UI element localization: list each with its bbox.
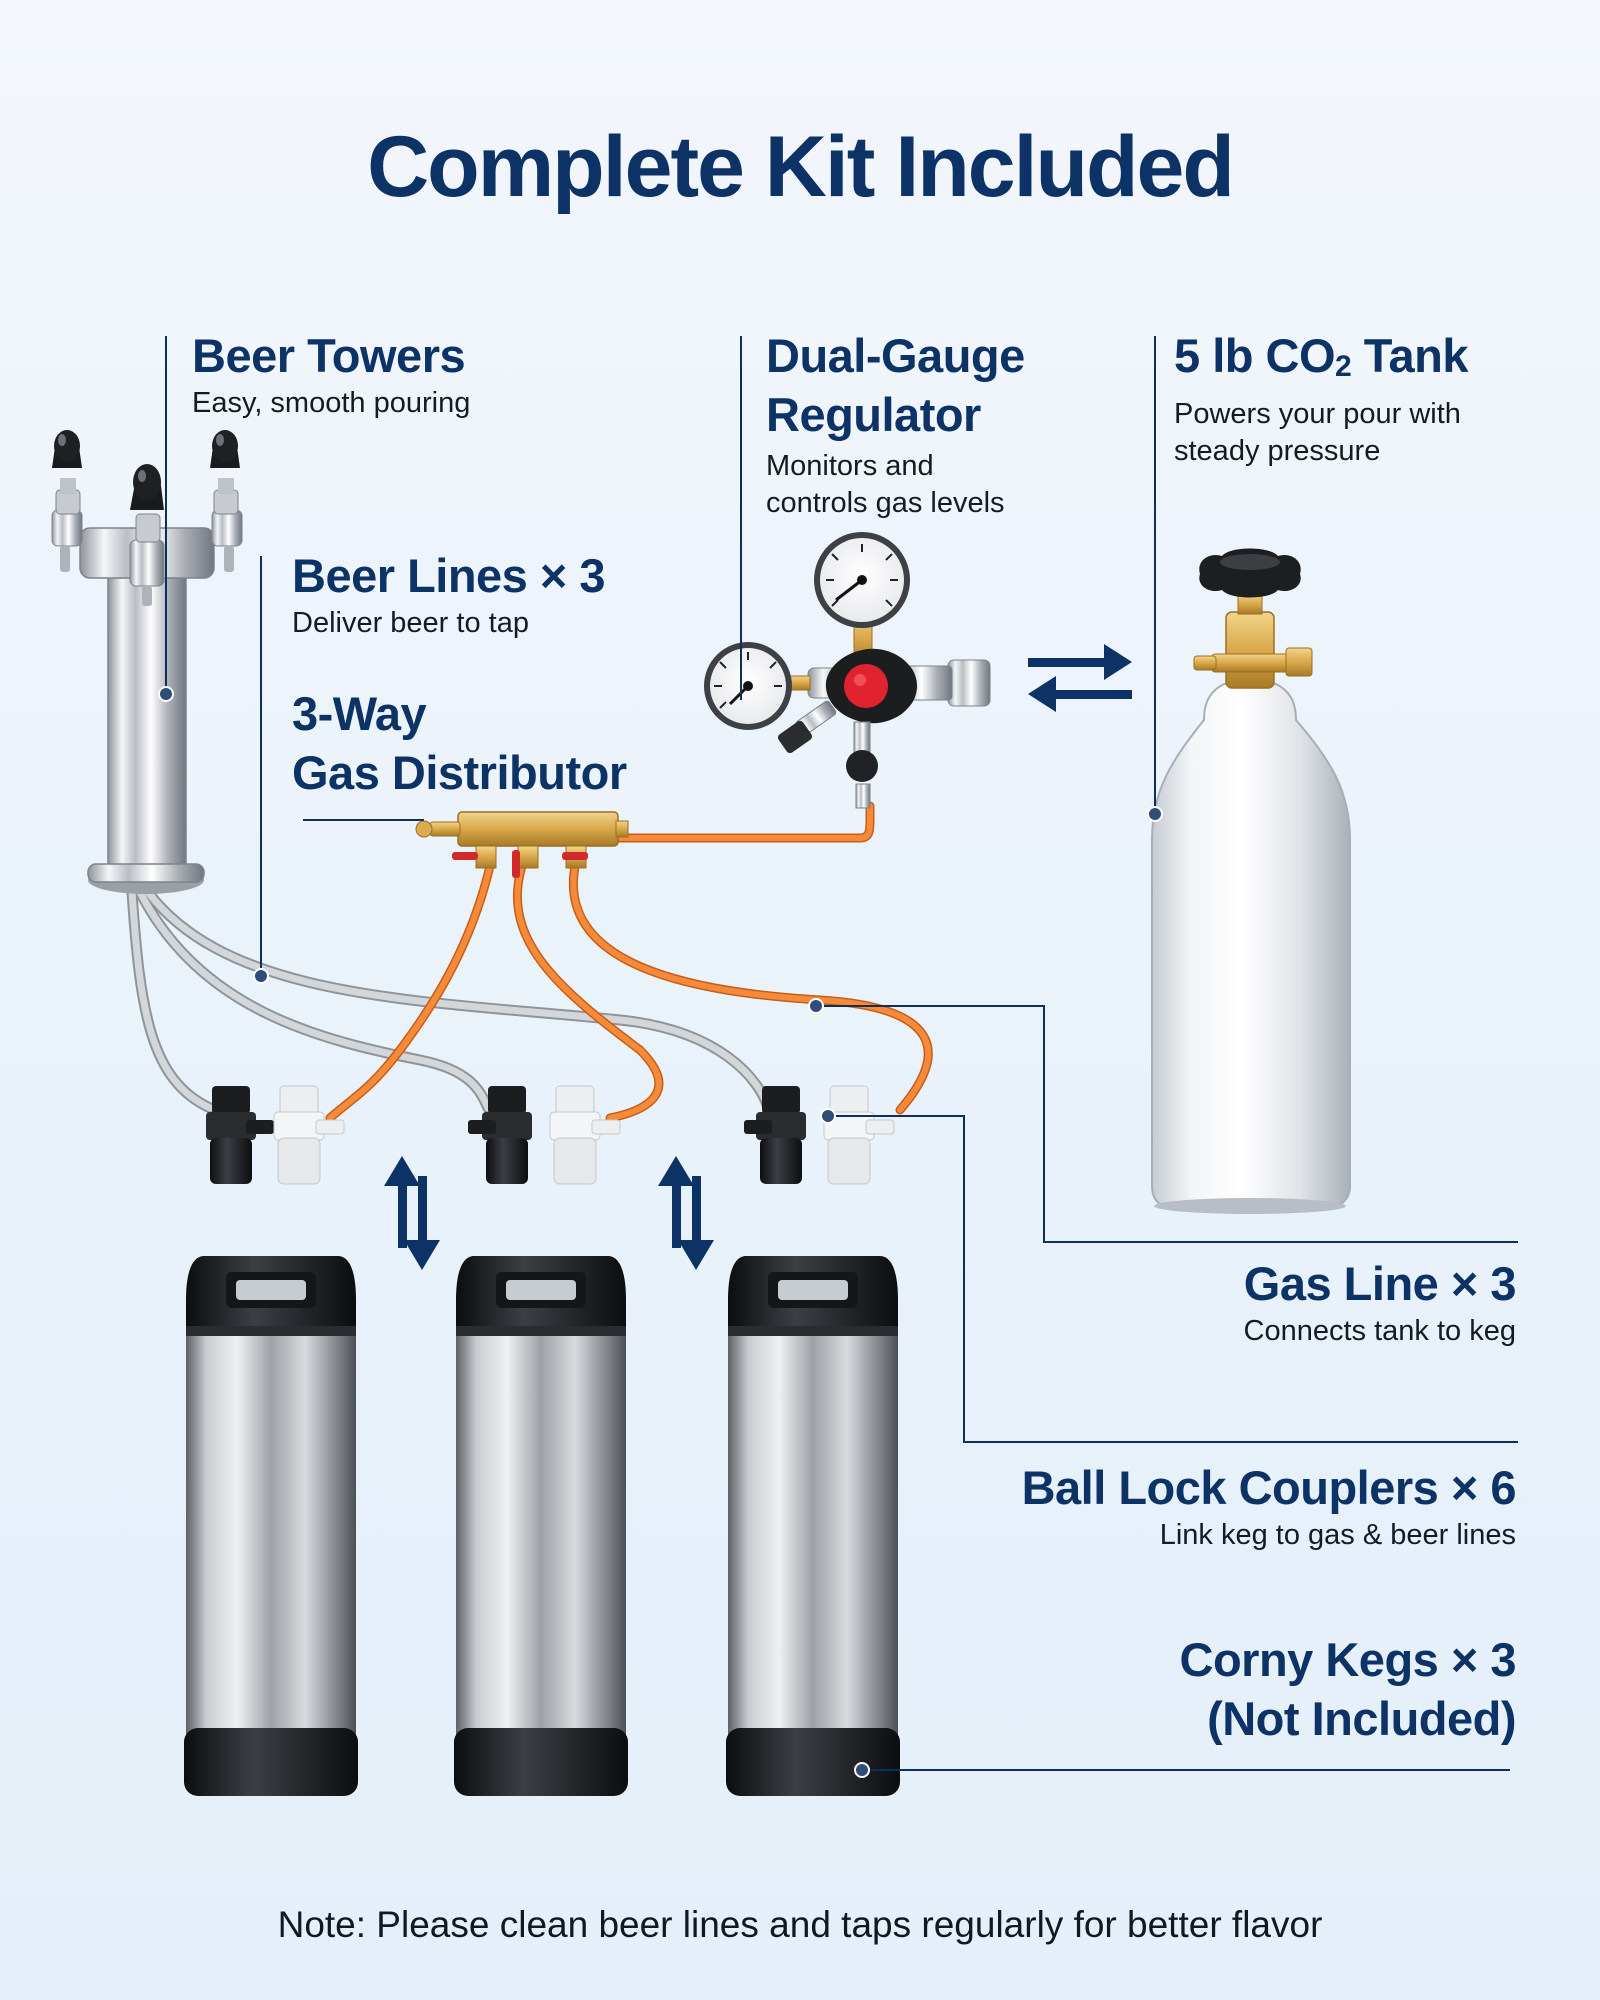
label-co2-tank: 5 lb CO2 Tank Powers your pour with stea… — [1174, 326, 1468, 470]
corny-kegs — [184, 1256, 900, 1796]
callout-lines — [165, 336, 1518, 1771]
beer-towers-desc: Easy, smooth pouring — [192, 387, 471, 419]
co2-tank-heading-prefix: 5 lb CO — [1174, 329, 1336, 382]
label-gas-line: Gas Line × 3 Connects tank to keg — [1243, 1254, 1517, 1350]
label-kegs: Corny Kegs × 3 (Not Included) — [1179, 1630, 1517, 1748]
kegs-heading-2: (Not Included) — [1207, 1692, 1516, 1745]
callout-dots — [158, 686, 1163, 1778]
double-arrow-vertical-icon — [658, 1156, 714, 1270]
double-arrow-vertical-icon — [384, 1156, 440, 1270]
couplers-desc: Link keg to gas & beer lines — [1159, 1519, 1516, 1551]
beer-lines-desc: Deliver beer to tap — [292, 607, 529, 639]
co2-tank-desc-2: steady pressure — [1174, 435, 1381, 467]
label-beer-towers: Beer Towers Easy, smooth pouring — [192, 326, 470, 422]
gas-lines — [325, 801, 933, 1123]
co2-subscript: 2 — [1335, 350, 1352, 383]
care-note: Note: Please clean beer lines and taps r… — [277, 1904, 1323, 1945]
beer-towers-heading: Beer Towers — [192, 329, 466, 382]
beer-lines — [126, 886, 774, 1114]
co2-tank-desc-1: Powers your pour with — [1174, 398, 1461, 430]
co2-tank — [1151, 548, 1351, 1214]
beer-lines-heading: Beer Lines × 3 — [292, 549, 606, 602]
double-arrow-horizontal-icon — [1028, 644, 1132, 712]
gas-line-heading: Gas Line × 3 — [1243, 1257, 1517, 1310]
distributor-heading-1: 3-Way — [292, 687, 427, 740]
keg-3 — [726, 1256, 900, 1796]
label-beer-lines: Beer Lines × 3 Deliver beer to tap — [292, 546, 606, 642]
distributor-heading-2: Gas Distributor — [292, 746, 627, 799]
gas-line-desc: Connects tank to keg — [1243, 1315, 1516, 1347]
co2-tank-heading-suffix: Tank — [1351, 329, 1469, 382]
label-couplers: Ball Lock Couplers × 6 Link keg to gas &… — [1021, 1458, 1517, 1554]
label-regulator: Dual-Gauge Regulator Monitors and contro… — [766, 326, 1025, 522]
regulator — [704, 532, 991, 809]
co2-tank-heading: 5 lb CO2 Tank — [1174, 326, 1468, 396]
keg-1 — [184, 1256, 358, 1796]
kegs-heading-1: Corny Kegs × 3 — [1179, 1633, 1517, 1686]
beer-tower — [51, 430, 243, 894]
regulator-desc-2: controls gas levels — [766, 487, 1005, 519]
ball-lock-couplers — [206, 1085, 895, 1185]
regulator-heading-2: Regulator — [766, 388, 981, 441]
gas-distributor — [415, 811, 629, 878]
label-distributor: 3-Way Gas Distributor — [292, 684, 627, 802]
page-title: Complete Kit Included — [367, 119, 1235, 215]
regulator-heading-1: Dual-Gauge — [766, 329, 1025, 382]
couplers-heading: Ball Lock Couplers × 6 — [1021, 1461, 1517, 1514]
regulator-desc-1: Monitors and — [766, 450, 934, 482]
keg-2 — [454, 1256, 628, 1796]
